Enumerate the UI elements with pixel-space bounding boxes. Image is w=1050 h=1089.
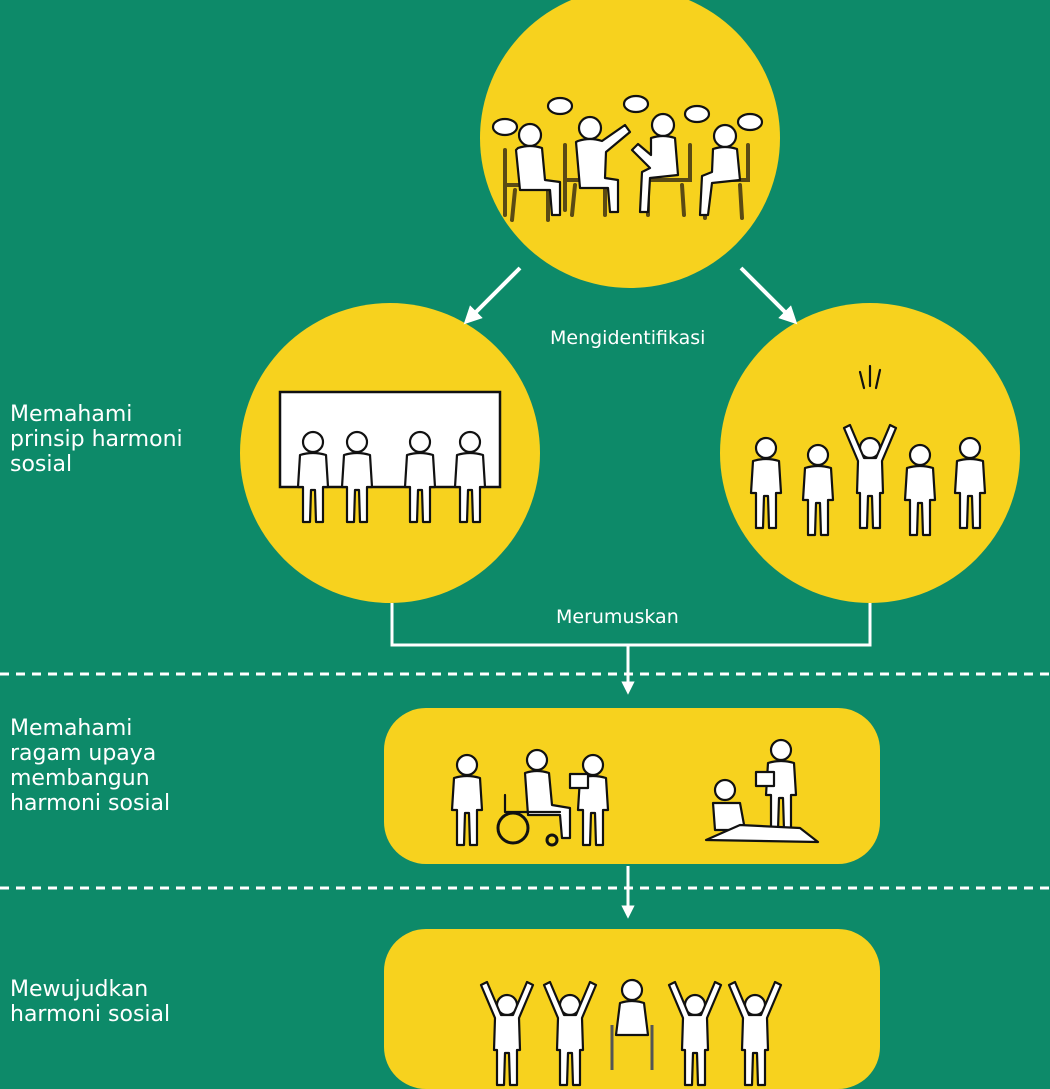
stage-3-label: Mewujudkan harmoni sosial bbox=[10, 977, 171, 1027]
united-people-icon bbox=[479, 978, 783, 1087]
arrow-to-left-circle bbox=[463, 266, 522, 325]
identify-label: Mengidentifikasi bbox=[550, 327, 706, 349]
crowd-cheering-icon bbox=[749, 364, 987, 537]
formulate-label: Merumuskan bbox=[556, 606, 679, 628]
stage-1-label: Memahami prinsip harmoni sosial bbox=[10, 402, 183, 477]
discussion-circle-icon bbox=[491, 94, 764, 222]
arrow-to-right-circle bbox=[739, 266, 798, 325]
stage-2-label: Memahami ragam upaya membangun harmoni s… bbox=[10, 716, 171, 816]
merge-bracket bbox=[390, 603, 872, 647]
group-learning-icon bbox=[278, 390, 502, 524]
helping-others-icon bbox=[450, 738, 820, 847]
